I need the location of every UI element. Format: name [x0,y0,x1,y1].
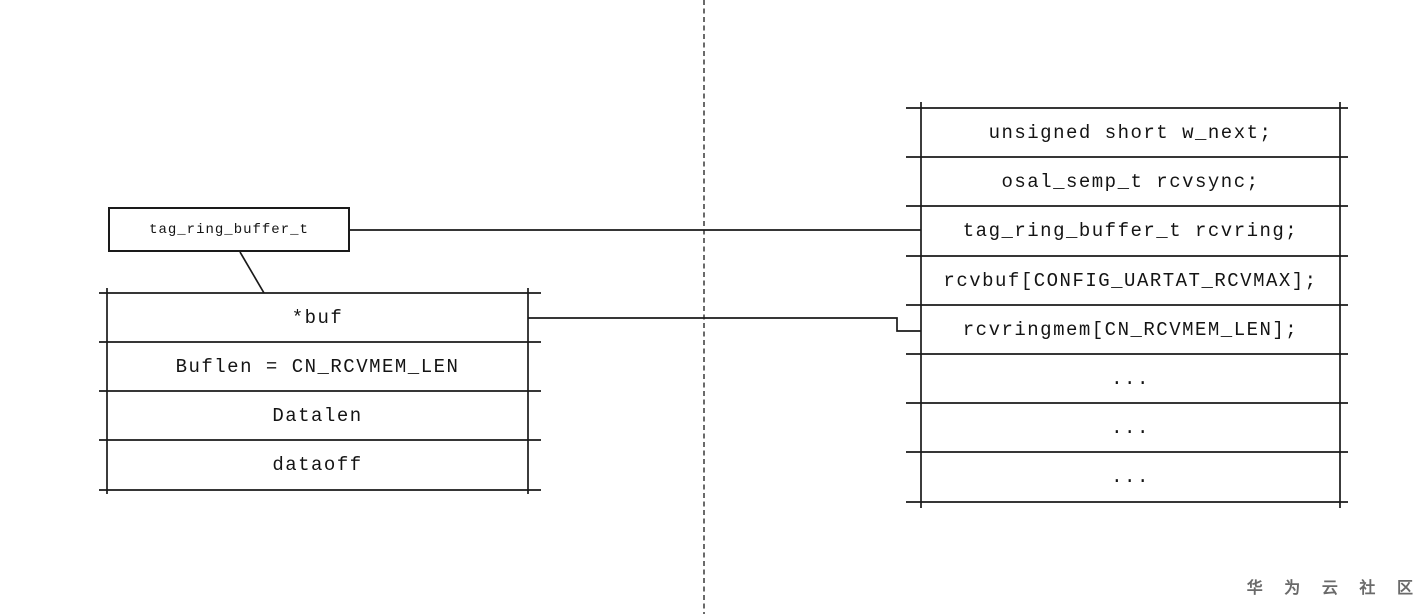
left-table-row-datalen: Datalen [272,404,363,427]
right-table-row-rcvbuf: rcvbuf[CONFIG_UARTAT_RCVMAX]; [943,269,1318,292]
right-table-row-ellipsis-2: ... [1111,416,1150,439]
left-table-row-buflen: Buflen = CN_RCVMEM_LEN [175,355,460,378]
callout-diagonal-line [239,251,265,294]
right-table-row-wnext: unsigned short w_next; [988,121,1273,144]
right-table-row-rcvsync: osal_semp_t rcvsync; [1001,170,1260,193]
right-table-row-ellipsis-1: ... [1111,367,1150,390]
right-table-grid [906,102,1348,508]
struct-type-label: tag_ring_buffer_t [149,221,309,238]
watermark-huawei-cloud-community: 华 为 云 社 区 [1246,578,1421,597]
left-table-grid [99,288,541,494]
struct-type-label-box: tag_ring_buffer_t [108,207,350,252]
right-table-row-rcvring: tag_ring_buffer_t rcvring; [962,220,1299,242]
left-table-row-buf: *buf [291,306,344,329]
left-table-row-dataoff: dataoff [272,454,363,476]
connector-buf-to-rcvringmem-line [528,317,921,332]
right-table-row-rcvringmem: rcvringmem[CN_RCVMEM_LEN]; [962,318,1299,341]
right-table-row-ellipsis-3: ... [1111,466,1150,488]
